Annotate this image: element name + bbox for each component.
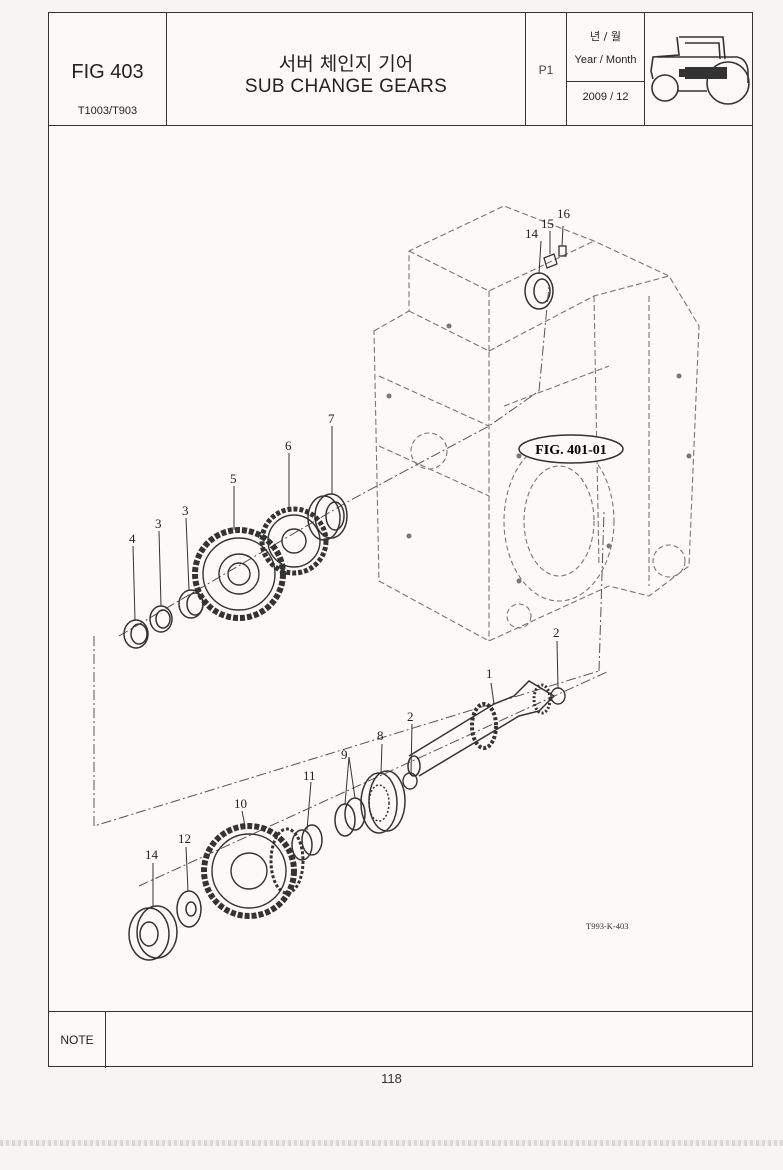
page-id: P1 (538, 63, 554, 77)
leader-lines (132, 225, 564, 906)
fig-reference-bubble: FIG. 401-01 (518, 434, 624, 464)
part-14-ball-bearing (128, 905, 178, 961)
page-id-cell: P1 (526, 13, 567, 125)
year-month-korean: 년 / 월 (590, 30, 621, 43)
title-cell: 서버 체인지 기어 SUB CHANGE GEARS (167, 13, 526, 125)
callout-3: 3 (182, 503, 189, 518)
fig-reference-label: FIG. 401-01 (535, 443, 607, 458)
part-6-gear (192, 527, 286, 621)
callout-13: 12 (178, 831, 191, 846)
callout-numbers: 14 15 16 7 6 5 3 3 4 2 1 2 8 9 11 10 12 … (129, 206, 571, 862)
callout-6: 5 (230, 471, 237, 486)
callout-17: 16 (557, 206, 571, 221)
year-month-value: 2009 / 12 (582, 91, 629, 103)
tractor-icon (650, 36, 750, 105)
header-block: FIG 403 T1003/T903 서버 체인지 기어 SUB CHANGE … (49, 13, 752, 126)
callout-2b: 2 (407, 709, 414, 724)
callout-7: 6 (285, 438, 292, 453)
title-korean: 서버 체인지 기어 (278, 53, 414, 75)
callout-15: 14 (525, 226, 539, 241)
year-month-english: Year / Month (574, 54, 637, 66)
fig-number: FIG 403 (71, 61, 144, 83)
tractor-cell (645, 13, 754, 125)
callout-4: 3 (155, 516, 162, 531)
title-english: SUB CHANGE GEARS (244, 76, 448, 97)
callout-8: 7 (328, 411, 335, 426)
callout-10: 9 (341, 747, 348, 762)
page-number: 118 (381, 1071, 402, 1086)
part-9-hub (360, 770, 406, 834)
callout-14: 14 (145, 847, 159, 862)
part-12-needle-bearing (291, 824, 323, 861)
part-4-collar (149, 605, 173, 633)
transmission-housing (373, 205, 700, 642)
parts-catalog-sheet: FIG 403 T1003/T903 서버 체인지 기어 SUB CHANGE … (48, 12, 753, 1068)
callout-16: 15 (541, 216, 554, 231)
part-1-shaft (407, 680, 556, 777)
part-15-bearing-holder (524, 272, 554, 310)
callout-12: 11 (303, 768, 316, 783)
part-11-gear (201, 823, 305, 919)
year-month-cell: 년 / 월 Year / Month 2009 / 12 (567, 13, 645, 125)
callout-1: 1 (486, 666, 493, 681)
note-label: NOTE (49, 1012, 106, 1068)
divider (567, 81, 644, 82)
note-row: NOTE (49, 1011, 752, 1068)
callout-9: 8 (377, 728, 384, 743)
scan-artifact (0, 1140, 783, 1146)
fig-cell: FIG 403 T1003/T903 (49, 13, 167, 125)
model-label: T1003/T903 (77, 105, 138, 117)
part-13-washer (176, 890, 202, 928)
part-3-needle-bearing (178, 589, 204, 619)
alignment-lines (93, 285, 610, 887)
callout-11: 10 (234, 796, 247, 811)
drawing-code: T993-K-403 (586, 921, 629, 931)
callout-2a: 2 (553, 625, 560, 640)
part-5-needle-bearing (123, 619, 149, 649)
exploded-parts-diagram: FIG. 401-01 (93, 205, 700, 961)
part-16-lock-plate (543, 253, 558, 269)
callout-5: 4 (129, 531, 136, 546)
